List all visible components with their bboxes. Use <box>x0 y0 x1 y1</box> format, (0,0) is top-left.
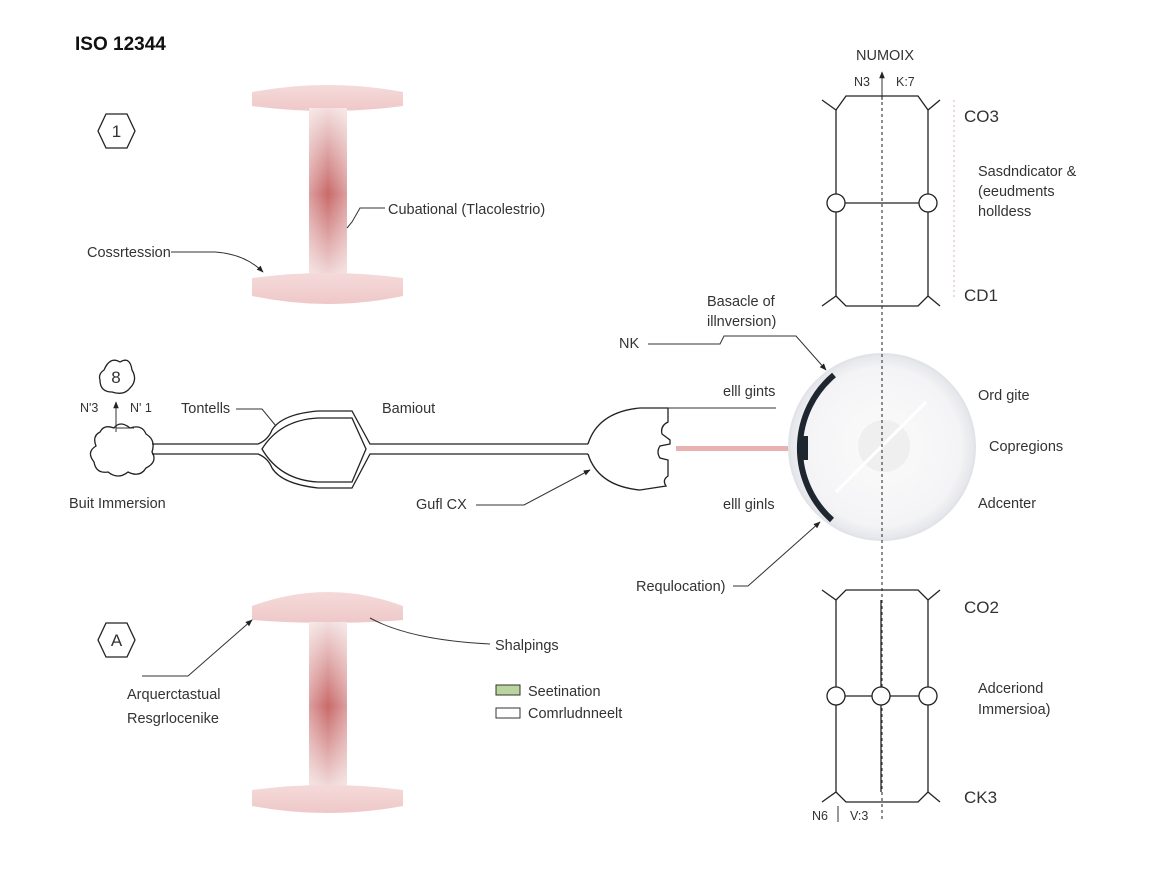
badge-middle-label: 8 <box>111 368 120 387</box>
label-top-n3: N3 <box>854 75 870 89</box>
label-arquercstasual: Arquerctastual <box>127 687 221 703</box>
legend-label-2: Comrludnneelt <box>528 706 622 722</box>
label-sasdndicator-1: Sasdndicator & <box>978 164 1077 180</box>
label-ord-gite: Ord gite <box>978 388 1030 404</box>
label-co2: CO2 <box>964 598 999 617</box>
label-tontells: Tontells <box>181 401 230 417</box>
label-basacle-1: Basacle of <box>707 294 776 310</box>
label-nk: NK <box>619 336 639 352</box>
label-elll-gints-top: elll gints <box>723 384 775 400</box>
label-numoix: NUMOIX <box>856 48 914 64</box>
badge-middle: 8 <box>98 359 136 394</box>
legend-label-1: Seetination <box>528 684 601 700</box>
label-buit-immersion: Buit Immersion <box>69 496 166 512</box>
pink-ibeam-bottom <box>252 592 403 813</box>
label-gufi-cx: Gufl CX <box>416 497 467 513</box>
label-bottom-v3: V:3 <box>850 809 868 823</box>
label-cubational: Cubational (Tlacolestrio) <box>388 202 545 218</box>
badge-bottom: A <box>97 622 136 658</box>
legend-swatch-1 <box>495 684 521 696</box>
legend: Seetination Comrludnneelt <box>495 684 622 722</box>
badge-top: 1 <box>97 113 136 149</box>
label-n3-left: N'3 <box>80 401 98 415</box>
label-top-k7: K:7 <box>896 75 915 89</box>
label-sasdndicator-3: holldess <box>978 204 1031 220</box>
cloud-shape <box>89 423 155 477</box>
label-copregions: Copregions <box>989 439 1063 455</box>
rack-bottom: N6 V:3 <box>812 589 941 823</box>
label-bottom-n6: N6 <box>812 809 828 823</box>
pipe-assembly <box>152 407 790 491</box>
page-title: ISO 12344 <box>75 34 166 55</box>
disc-assembly <box>788 353 976 541</box>
label-bamiout: Bamiout <box>382 401 435 417</box>
label-co3: CO3 <box>964 107 999 126</box>
label-elll-gints-bottom: elll ginls <box>723 497 775 513</box>
label-requlocation: Requlocation) <box>636 579 725 595</box>
label-shalpings: Shalpings <box>495 638 559 654</box>
legend-swatch-2 <box>495 707 521 719</box>
badge-top-label: 1 <box>112 122 121 141</box>
label-basacle-2: illnversion) <box>707 314 776 330</box>
label-adcenter: Adcenter <box>978 496 1036 512</box>
label-ck3: CK3 <box>964 788 997 807</box>
badge-bottom-label: A <box>111 631 123 650</box>
label-cossrtession: Cossrtession <box>87 245 171 261</box>
pink-ibeam-top <box>252 85 403 304</box>
label-cd1: CD1 <box>964 286 998 305</box>
label-resgrlocenike: Resgrlocenike <box>127 711 219 727</box>
label-n1-left: N' 1 <box>130 401 152 415</box>
label-adceriond-2: Immersioa) <box>978 702 1051 718</box>
label-sasdndicator-2: (eeudments <box>978 184 1055 200</box>
rack-top: NUMOIX N3 K:7 <box>821 48 955 307</box>
label-adceriond-1: Adceriond <box>978 681 1043 697</box>
